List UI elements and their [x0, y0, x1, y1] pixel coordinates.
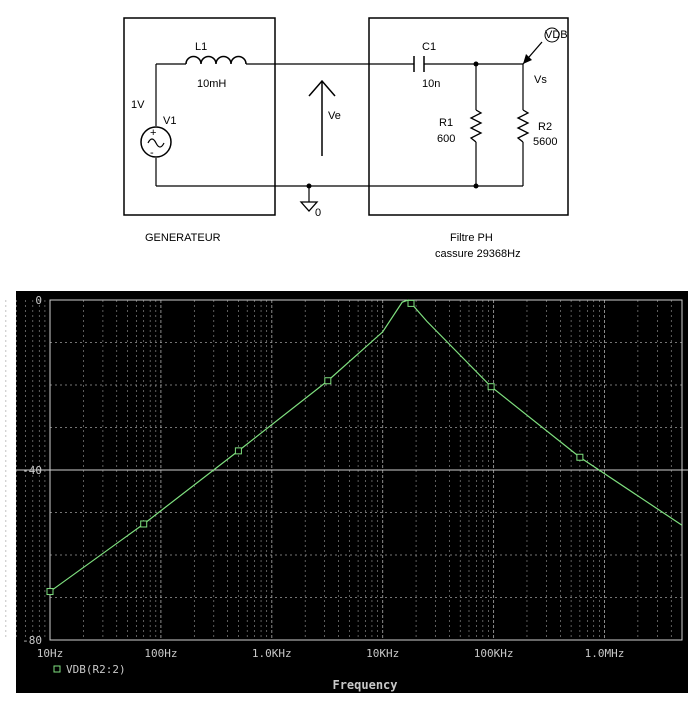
output-voltage-label: Vs	[534, 74, 547, 86]
capacitor-symbol	[413, 56, 425, 72]
resistor-r1-symbol	[469, 109, 483, 143]
input-voltage-label: Ve	[328, 110, 341, 122]
ground-label: 0	[315, 207, 321, 219]
junction-dot	[473, 183, 479, 189]
svg-text:+: +	[150, 127, 156, 139]
svg-text:-: -	[150, 147, 154, 159]
input-voltage-arrow	[308, 79, 336, 156]
series-marker	[487, 383, 495, 391]
axes	[16, 299, 688, 641]
source-name: V1	[163, 115, 176, 127]
cutoff-label: cassure 29368Hz	[435, 248, 521, 260]
series-marker	[140, 520, 148, 528]
resistor1-value: 600	[437, 133, 455, 145]
series-marker	[46, 588, 54, 596]
inductor-name: L1	[195, 41, 207, 53]
tick-labels: 10Hz 100Hz 1.0KHz 10KHz 100KHz 1.0MHz 0 -40 -80	[22, 294, 624, 660]
series-markers	[46, 299, 584, 596]
source-value: 1V	[131, 99, 145, 111]
resistor2-value: 5600	[533, 136, 557, 148]
ac-source-symbol: + -	[140, 126, 172, 159]
y-tick-label: -80	[22, 634, 42, 647]
plot-background	[16, 291, 688, 693]
series-marker	[324, 377, 332, 385]
legend: VDB(R2:2)	[53, 663, 126, 676]
series-marker	[407, 299, 415, 307]
x-tick-label: 100KHz	[474, 647, 514, 660]
resistor-r2-symbol	[516, 109, 530, 143]
filter-box	[368, 17, 569, 216]
circuit-schematic: + - VDB L1 10mH 1V V1 C1 10n R1 600 R2 5…	[123, 17, 569, 260]
x-tick-label: 10KHz	[366, 647, 399, 660]
inductor-symbol	[185, 55, 247, 65]
y-tick-label: 0	[35, 294, 42, 307]
ground-icon	[299, 201, 319, 212]
capacitor-value: 10n	[422, 78, 440, 90]
junction-dot	[473, 61, 479, 67]
voltage-probe-icon: VDB	[522, 27, 568, 65]
junction-dot	[306, 183, 312, 189]
probe-label: VDB	[545, 29, 568, 41]
generator-box	[123, 17, 276, 216]
x-axis-label: Frequency	[332, 678, 397, 692]
resistor2-name: R2	[538, 121, 552, 133]
x-tick-label: 100Hz	[144, 647, 177, 660]
legend-marker	[53, 665, 61, 673]
series-marker	[234, 447, 242, 455]
resistor1-name: R1	[439, 117, 453, 129]
inductor-value: 10mH	[197, 78, 226, 90]
x-tick-label: 1.0MHz	[585, 647, 625, 660]
series-line-vdb	[49, 299, 683, 593]
series-marker	[576, 453, 584, 461]
generator-label: GENERATEUR	[145, 232, 221, 244]
x-tick-label: 10Hz	[37, 647, 64, 660]
legend-label: VDB(R2:2)	[66, 663, 126, 676]
x-tick-label: 1.0KHz	[252, 647, 292, 660]
capacitor-name: C1	[422, 41, 436, 53]
filter-label: Filtre PH	[450, 232, 493, 244]
y-tick-label: -40	[22, 464, 42, 477]
